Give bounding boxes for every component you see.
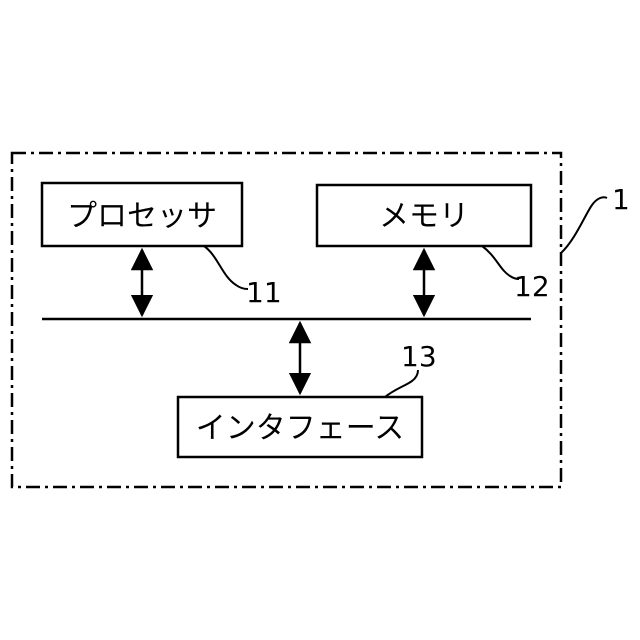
processor-ref-label: 11 xyxy=(246,276,282,309)
memory-ref-label: 12 xyxy=(514,270,550,303)
memory-label: メモリ xyxy=(379,199,469,234)
interface-label: インタフェース xyxy=(196,411,405,446)
interface-ref-label: 13 xyxy=(401,340,437,373)
device-ref-label: 1 xyxy=(612,183,630,216)
interface-leader-line xyxy=(385,370,418,397)
processor-label: プロセッサ xyxy=(67,199,217,234)
device-leader-line xyxy=(561,197,607,253)
processor-leader-line xyxy=(204,246,248,289)
